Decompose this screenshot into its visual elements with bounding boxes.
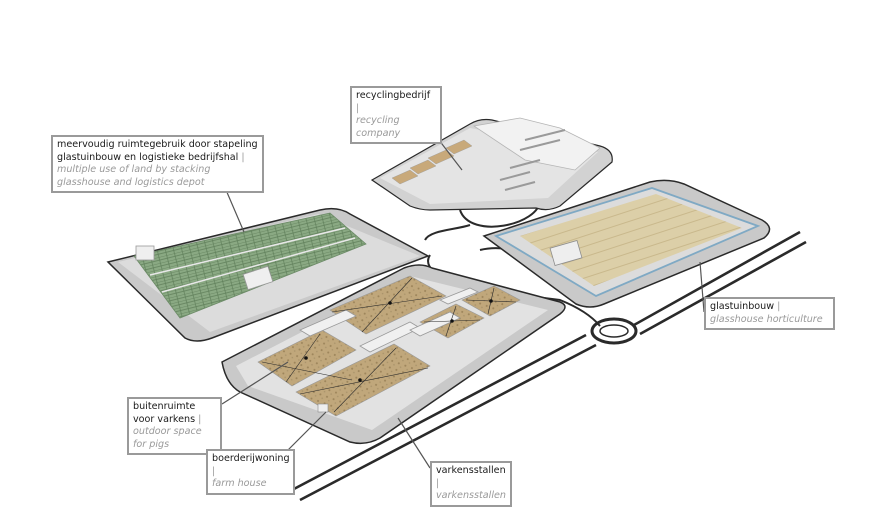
roundabout bbox=[590, 317, 638, 345]
label-en: varkensstallen bbox=[436, 490, 506, 501]
label-separator: | bbox=[238, 151, 245, 163]
pig-farm-platform bbox=[221, 264, 566, 445]
label-en: farm house bbox=[212, 478, 267, 489]
label-farm-house: boerderijwoning | farm house bbox=[206, 449, 295, 495]
leader-lines bbox=[221, 117, 705, 469]
label-separator: | bbox=[212, 465, 216, 477]
label-nl: varkensstallen bbox=[436, 465, 506, 476]
label-outdoor-space: buitenruimte voor varkens | outdoor spac… bbox=[127, 397, 222, 455]
label-nl: boerderijwoning bbox=[212, 453, 290, 464]
label-pig-stalls: varkensstallen | varkensstallen bbox=[430, 461, 512, 507]
label-nl: meervoudig ruimtegebruik door stapeling … bbox=[57, 139, 258, 163]
label-en: outdoor space for pigs bbox=[133, 426, 202, 450]
label-glasshouse: glastuinbouw | glasshouse horticulture bbox=[704, 297, 835, 330]
road-main bbox=[291, 230, 807, 502]
label-separator: | bbox=[774, 301, 781, 312]
label-separator: | bbox=[436, 477, 440, 489]
label-separator: | bbox=[195, 413, 202, 425]
glasshouse-platform bbox=[482, 179, 771, 308]
stacked-glasshouse-platform bbox=[106, 207, 430, 342]
label-nl: buitenruimte voor varkens bbox=[133, 401, 196, 425]
label-en: recycling company bbox=[356, 115, 401, 139]
label-nl: glastuinbouw bbox=[710, 301, 775, 312]
label-recycling-company: recyclingbedrijf | recycling company bbox=[350, 86, 442, 144]
recycling-platform bbox=[370, 117, 613, 211]
label-multiple-use: meervoudig ruimtegebruik door stapeling … bbox=[51, 135, 264, 193]
label-en: glasshouse horticulture bbox=[710, 313, 823, 325]
label-en: multiple use of land by stacking glassho… bbox=[57, 164, 211, 188]
label-separator: | bbox=[356, 102, 360, 114]
label-nl: recyclingbedrijf bbox=[356, 90, 431, 101]
